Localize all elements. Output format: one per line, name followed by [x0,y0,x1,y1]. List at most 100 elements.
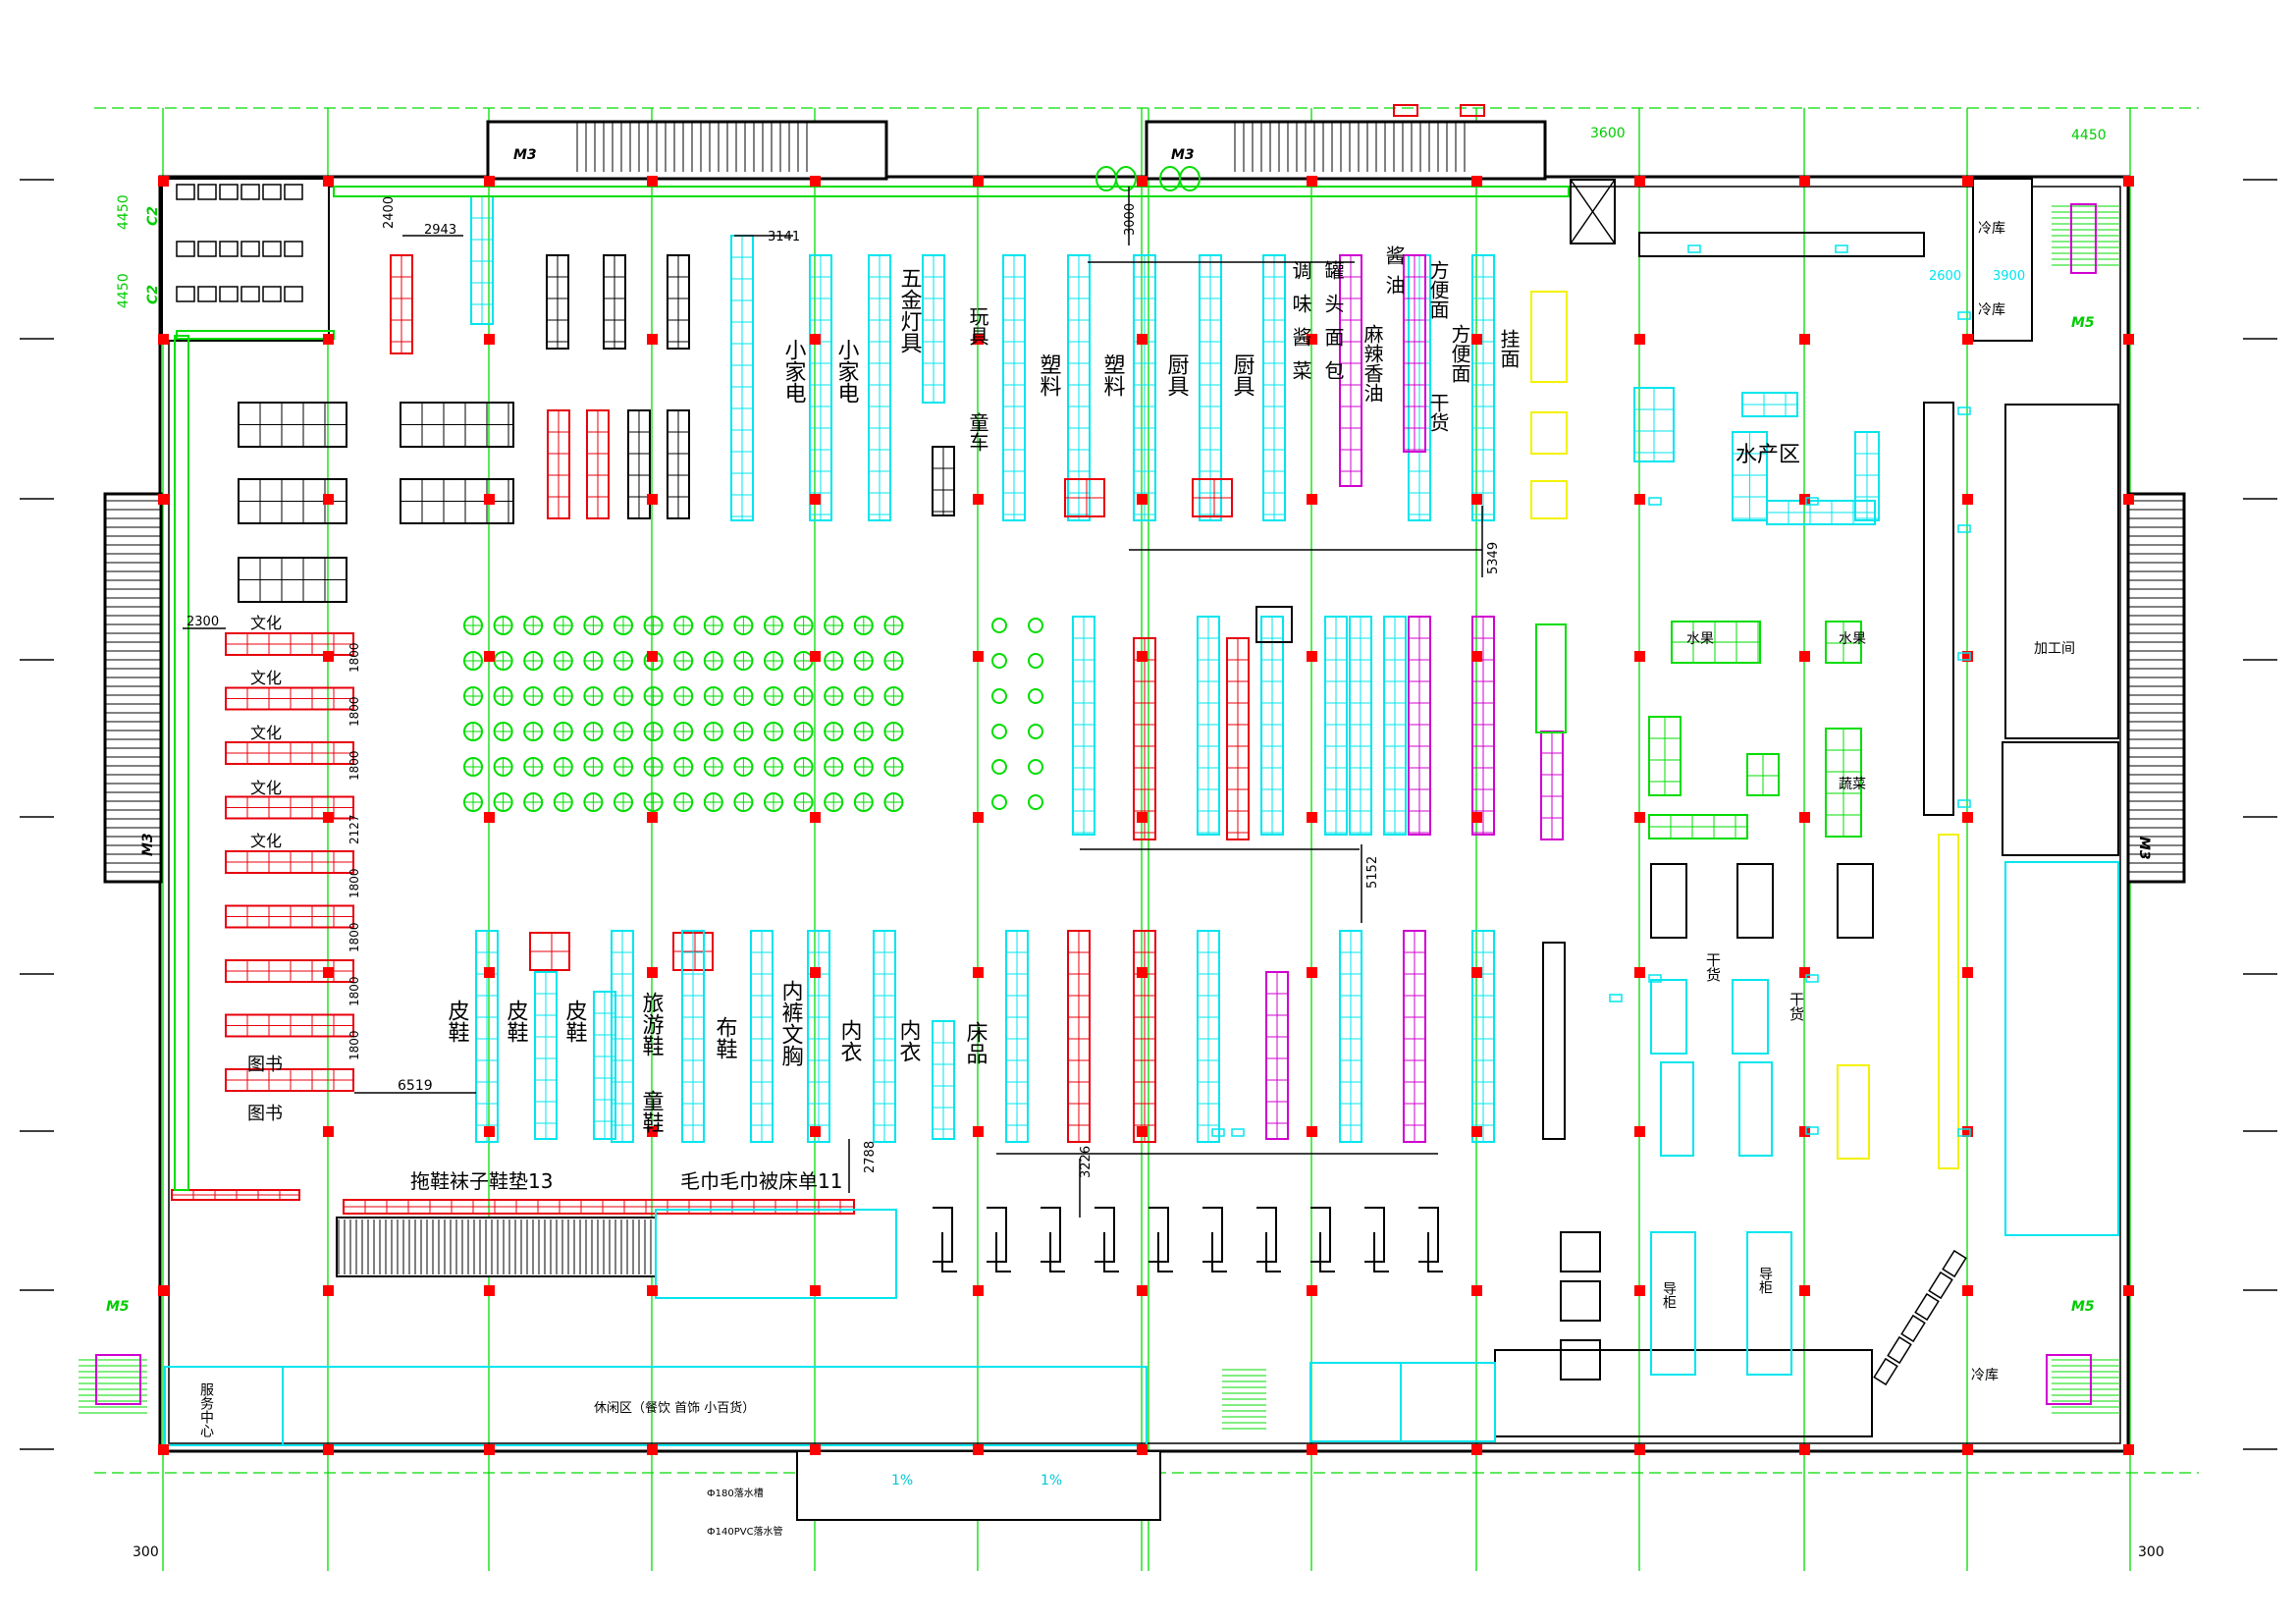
checkout-lane [987,1207,1011,1272]
price-tag [1835,244,1848,253]
green-round-table [991,724,1007,739]
toilet-stall [219,184,239,200]
door-swing-green [1179,166,1201,191]
label-culture-4: 文化 [250,779,282,797]
column [810,651,821,662]
column [973,651,984,662]
column [1471,1285,1482,1296]
toilet-stall [262,184,282,200]
label-guide-cabinet-1: 导柜 [1661,1281,1677,1309]
dim-3600: 3600 [1590,126,1626,141]
label-leisure-area: 休闲区（餐饮 首饰 小百货） [594,1400,755,1416]
cyan-counter [655,1209,897,1299]
label-guide-cabinet-2: 导柜 [1757,1267,1773,1294]
toilet-stall [262,241,282,257]
label-inner-wear-1: 内衣 [837,1019,863,1062]
dim-4450-left-b: 4450 [116,273,132,308]
price-tag [1687,244,1701,253]
small-square-black [1560,1280,1601,1322]
dim-1800-f: 1800 [347,976,361,1006]
column [1634,334,1645,345]
column [1137,967,1148,978]
column [810,494,821,505]
column [158,494,169,505]
diagonal-display [1942,1249,1967,1278]
column [323,1444,334,1455]
diagonal-display [1928,1271,1953,1300]
label-culture-1: 文化 [250,614,282,632]
column [1137,176,1148,187]
label-hang-noodle: 挂面 [1497,329,1521,368]
dim-4450-left-a: 4450 [116,194,132,230]
black-rack [1542,942,1566,1140]
magenta-box [95,1354,141,1405]
column [1799,1285,1810,1296]
checkout-lane [1256,1207,1281,1272]
column [1307,812,1317,823]
column [647,812,658,823]
column [1799,1126,1810,1137]
label-canned-bread: 罐头面包 [1321,260,1345,394]
column [1634,967,1645,978]
label-inner-wear-2: 内衣 [896,1019,922,1062]
diagonal-display [1873,1357,1898,1386]
magenta-box [2046,1354,2092,1405]
dim-2400: 2400 [382,196,397,229]
column [484,1285,495,1296]
deli-counter [1923,402,1954,816]
green-wall-left [174,335,189,1191]
checkout-lane [933,1207,957,1272]
column [484,1444,495,1455]
yellow-display [1837,1064,1870,1160]
label-slippers-row: 拖鞋袜子鞋垫13 [410,1169,553,1193]
column [1307,494,1317,505]
label-cold-storage-3: 冷库 [1971,1368,1999,1383]
label-m3-top-right: M3 [1171,147,1195,163]
label-small-appliance-1: 小家电 [781,339,807,404]
cyan-display-block [1660,1061,1694,1157]
column [647,1285,658,1296]
dim-2788: 2788 [863,1141,878,1173]
structural-columns [158,176,2134,1455]
price-tag [1805,1126,1819,1135]
roof-vent-red [1460,104,1485,117]
black-display-block [1650,863,1687,939]
column [1307,1285,1317,1296]
column [1799,334,1810,345]
column [1634,1285,1645,1296]
column [810,1444,821,1455]
label-leather-shoes-2: 皮鞋 [504,1000,529,1043]
column [323,494,334,505]
label-soy-sauce: 酱油 [1382,245,1406,304]
door-swing-green [1115,166,1137,191]
column [973,1444,984,1455]
column [2123,176,2134,187]
label-m3-right: M3 [2136,837,2152,860]
label-toys: 玩具 [966,306,989,346]
top-right-counter [1638,232,1925,257]
cyan-display-block [1746,1231,1792,1376]
dim-1800-e: 1800 [347,922,361,952]
column [1471,651,1482,662]
column [1137,1126,1148,1137]
cashier-center-cyan [1309,1362,1496,1442]
column [1307,651,1317,662]
small-square-black [1560,1231,1601,1272]
label-cloth-shoes: 布鞋 [713,1016,738,1059]
toilet-stall [197,286,217,302]
checkout-lane [1095,1207,1119,1272]
green-round-table [991,794,1007,810]
dim-3000-vertical: 3000 [1123,203,1138,236]
column [484,1126,495,1137]
dim-2600: 2600 [1929,269,1961,284]
label-small-appliance-2: 小家电 [834,339,860,404]
column [1471,1126,1482,1137]
column [1471,494,1482,505]
price-tag [1957,524,1971,533]
label-condiments: 调味酱菜 [1289,260,1312,394]
label-instant-noodle-1: 方便面 [1426,260,1450,319]
column [1962,176,1973,187]
column [647,651,658,662]
stair-hatching [79,122,2183,1430]
column [1137,651,1148,662]
